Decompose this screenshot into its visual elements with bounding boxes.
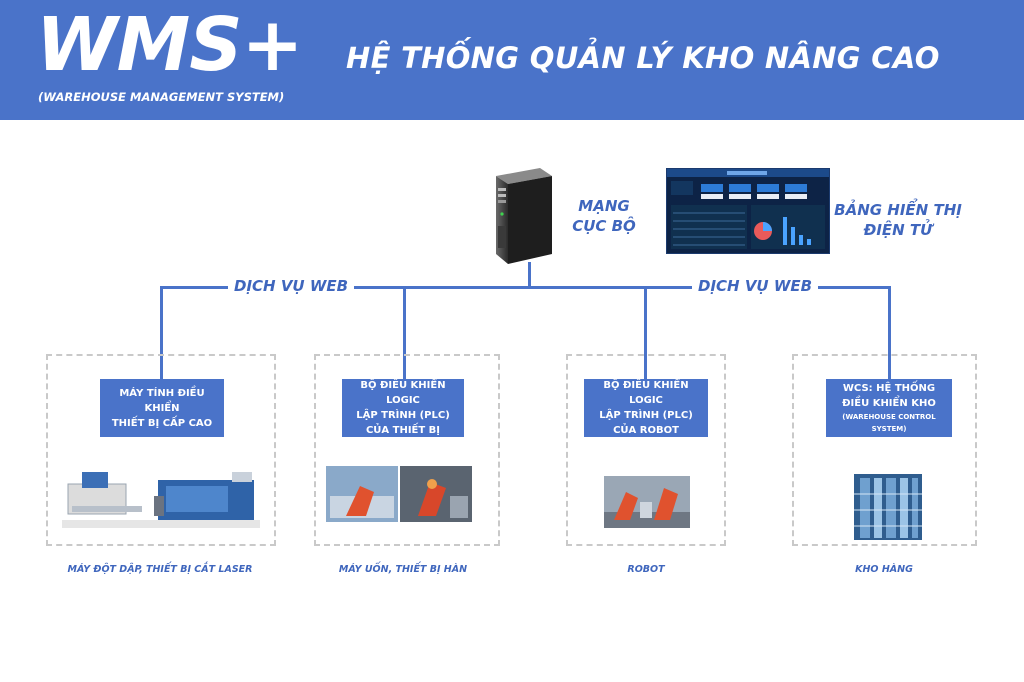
display-label: BẢNG HIỂN THỊ ĐIỆN TỬ	[830, 200, 966, 240]
brand-subtitle: (WAREHOUSE MANAGEMENT SYSTEM)	[38, 90, 284, 104]
network-label-line2: CỤC BỘ	[562, 216, 646, 236]
unit-box-4: WCS: HỆ THỐNG ĐIỀU KHIỂN KHO (WAREHOUSE …	[826, 379, 952, 437]
unit-1-line2: THIẾT BỊ CẤP CAO	[112, 416, 212, 431]
unit-2-line3: CỦA THIẾT BỊ	[366, 423, 440, 438]
network-label: MẠNG CỤC BỘ	[562, 196, 646, 236]
brand-logo: WMS+	[36, 2, 303, 88]
caption-3: ROBOT	[526, 564, 766, 575]
unit-4-line3: (WAREHOUSE CONTROL SYSTEM)	[832, 411, 946, 435]
unit-box-1: MÁY TÍNH ĐIỀU KHIỂN THIẾT BỊ CẤP CAO	[100, 379, 224, 437]
punch-press-laser-photo	[62, 462, 260, 528]
bending-welding-photo	[326, 466, 472, 522]
caption-4: KHO HÀNG	[764, 564, 1004, 575]
unit-3-line2: LẬP TRÌNH (PLC)	[599, 408, 693, 423]
warehouse-photo	[854, 474, 922, 540]
page-title: HỆ THỐNG QUẢN LÝ KHO NÂNG CAO	[346, 41, 940, 75]
display-label-line1: BẢNG HIỂN THỊ	[830, 200, 966, 220]
unit-4-line1: WCS: HỆ THỐNG	[843, 381, 935, 396]
robot-photo	[604, 476, 690, 528]
unit-1-line1: MÁY TÍNH ĐIỀU KHIỂN	[106, 386, 218, 416]
network-label-line1: MẠNG	[562, 196, 646, 216]
server-icon	[482, 166, 554, 266]
unit-box-3: BỘ ĐIỀU KHIỂN LOGIC LẬP TRÌNH (PLC) CỦA …	[584, 379, 708, 437]
unit-2-line2: LẬP TRÌNH (PLC)	[356, 408, 450, 423]
header-banner: WMS+ (WAREHOUSE MANAGEMENT SYSTEM) HỆ TH…	[0, 0, 1024, 120]
display-label-line2: ĐIỆN TỬ	[830, 220, 966, 240]
unit-3-line1: BỘ ĐIỀU KHIỂN LOGIC	[590, 378, 702, 408]
caption-1: MÁY ĐỘT DẬP, THIẾT BỊ CẮT LASER	[40, 564, 280, 575]
caption-2: MÁY UỐN, THIẾT BỊ HÀN	[283, 564, 523, 575]
web-service-label-left: DỊCH VỤ WEB	[228, 277, 354, 295]
web-service-label-right: DỊCH VỤ WEB	[692, 277, 818, 295]
unit-box-2: BỘ ĐIỀU KHIỂN LOGIC LẬP TRÌNH (PLC) CỦA …	[342, 379, 464, 437]
server-connector	[528, 262, 531, 288]
unit-3-line3: CỦA ROBOT	[613, 423, 679, 438]
unit-4-line2: ĐIỀU KHIỂN KHO	[842, 396, 936, 411]
unit-2-line1: BỘ ĐIỀU KHIỂN LOGIC	[348, 378, 458, 408]
dashboard-screen-icon	[666, 168, 830, 254]
